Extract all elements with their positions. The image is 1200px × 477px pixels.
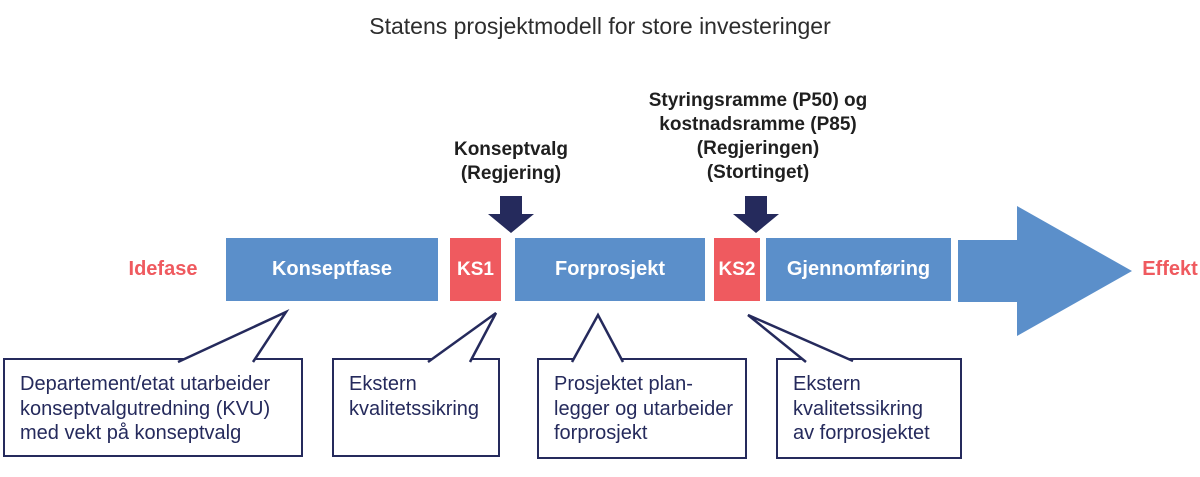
callout-line: kvalitetssikring <box>793 397 924 420</box>
callout-line: av forprosjektet <box>793 422 930 444</box>
annotation-line: Styringsramme (P50) og <box>648 90 868 111</box>
callout-line: legger og utarbeider <box>554 397 734 420</box>
down-arrow-icon <box>733 196 779 233</box>
callout-line: kvalitetssikring <box>349 397 480 420</box>
phase-konseptfase: Konseptfase <box>226 238 438 301</box>
gate-ks1: KS1 <box>450 238 501 301</box>
annotation-line: (Stortinget) <box>706 162 810 183</box>
phase-forprosjekt: Forprosjekt <box>515 238 705 301</box>
callout-line: Departement/etat utarbeider <box>20 373 271 395</box>
callout-pointer <box>427 311 498 364</box>
flow-arrow-icon <box>958 206 1132 336</box>
callout-pointer <box>570 312 625 363</box>
callout-forprosjekt: Prosjektet plan- legger og utarbeider fo… <box>537 358 747 459</box>
figure-title: Statens prosjektmodell for store investe… <box>369 13 831 39</box>
callout-line: forprosjekt <box>554 422 648 444</box>
callout-pointer <box>747 313 854 363</box>
annotation-rammer: Styringsramme (P50) og kostnadsramme (P8… <box>608 89 908 185</box>
callout-pointer <box>177 309 290 364</box>
timeline-start-label: Idefase <box>128 258 198 280</box>
annotation-line: (Regjeringen) <box>696 138 820 159</box>
callout-line: Prosjektet plan- <box>554 373 693 395</box>
annotation-line: kostnadsramme (P85) <box>659 114 857 135</box>
callout-ks2: Ekstern kvalitetssikring av forprosjekte… <box>776 358 962 459</box>
annotation-konseptvalg: Konseptvalg (Regjering) <box>411 138 611 186</box>
down-arrow-icon <box>488 196 534 233</box>
callout-line: Ekstern <box>349 373 417 395</box>
annotation-line: Konseptvalg <box>453 139 569 160</box>
annotation-line: (Regjering) <box>460 163 562 184</box>
callout-line: Ekstern <box>793 373 861 395</box>
phase-gjennomforing: Gjennomføring <box>766 238 951 301</box>
gate-ks2: KS2 <box>714 238 760 301</box>
callout-ks1: Ekstern kvalitetssikring <box>332 358 500 457</box>
callout-line: med vekt på konseptvalg <box>20 422 242 444</box>
timeline-end-label: Effekt <box>1142 258 1198 280</box>
callout-kvu: Departement/etat utarbeider konseptvalgu… <box>3 358 303 457</box>
callout-line: konseptvalgutredning (KVU) <box>20 397 271 420</box>
